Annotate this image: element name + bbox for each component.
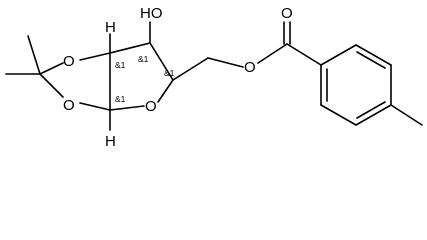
furanose-bond-c5-o: [157, 79, 174, 103]
bond-para-methyl: [390, 104, 423, 126]
stereo-label-c5: &1: [164, 68, 175, 78]
structure-canvas: HO O O O O O H H &1 &1 &1 &1: [5, 5, 423, 150]
carbonyl-o-label: O: [281, 5, 293, 22]
oh-label: HO: [140, 5, 163, 22]
furanose-bond-o-c2: [109, 105, 145, 111]
molecule-diagram: HO O O O O O H H &1 &1 &1 &1: [5, 5, 423, 150]
benzene-inner-bond-a: [356, 51, 386, 69]
dioxolane-bond-o-top-c3: [79, 52, 111, 61]
stereo-label-c3: &1: [115, 60, 126, 70]
dioxolane-bond-cme2-o-top: [39, 62, 64, 75]
benzene-bond-1: [320, 44, 357, 66]
methyl-bond-top: [27, 35, 41, 75]
ester-o-label: O: [244, 59, 256, 76]
furanose-bond-c4-c5: [149, 42, 174, 81]
furanose-bond-c3-c4: [109, 42, 151, 54]
ring-o-label: O: [145, 98, 157, 115]
benzene-inner-bond-b: [356, 101, 386, 119]
dioxolane-o-bottom-label: O: [63, 97, 75, 114]
stereo-label-c4: &1: [138, 54, 149, 64]
benzene-bond-5: [320, 104, 357, 126]
bond-c5-ch2: [172, 57, 209, 81]
bond-ch2-ester-o: [207, 57, 244, 68]
bond-ester-o-carbonyl-c: [257, 43, 288, 64]
h-bottom-label: H: [105, 133, 116, 150]
bond-carbonyl-c-ring: [286, 43, 322, 66]
benzene-bond-4: [355, 104, 392, 126]
dioxolane-bond-cme2-o-bottom: [39, 73, 64, 98]
h-top-label: H: [105, 19, 116, 36]
benzene-bond-2: [355, 44, 392, 66]
dioxolane-bond-o-bottom-c2: [79, 102, 111, 111]
stereo-label-c2: &1: [115, 94, 126, 104]
dioxolane-o-top-label: O: [63, 53, 75, 70]
